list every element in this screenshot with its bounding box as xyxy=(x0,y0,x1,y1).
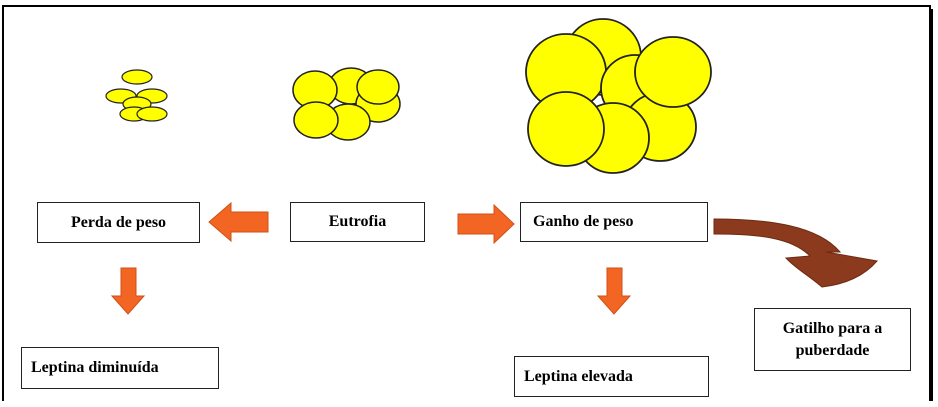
arrow-to-weight-loss xyxy=(208,201,269,243)
weight-gain-label: Ganho de peso xyxy=(533,213,634,230)
puberty-label-line1: Gatilho para a xyxy=(782,319,883,337)
leptin-high-box: Leptina elevada xyxy=(514,356,709,397)
normal-adipocyte-cluster-icon xyxy=(292,67,401,141)
arrow-down-leptin-high xyxy=(596,267,632,315)
large-adipocyte-cluster-icon xyxy=(525,18,712,174)
leptin-high-label: Leptina elevada xyxy=(524,367,633,385)
weight-loss-label: Perda de peso xyxy=(70,213,167,231)
arrow-down-leptin-low xyxy=(110,267,146,315)
weight-loss-box: Perda de peso xyxy=(37,202,200,243)
weight-gain-box: Ganho de peso xyxy=(520,202,708,242)
puberty-trigger-box: Gatilho para a puberdade xyxy=(754,308,911,371)
small-adipocyte-cluster-icon xyxy=(105,69,168,122)
eutrophy-label: Eutrofia xyxy=(328,213,387,230)
arrow-to-weight-gain xyxy=(457,203,515,245)
curved-arrow-to-puberty xyxy=(713,218,878,288)
frame-shadow xyxy=(929,9,933,401)
leptin-low-box: Leptina diminuída xyxy=(21,347,219,389)
puberty-label-line2: puberdade xyxy=(795,341,870,359)
leptin-low-label: Leptina diminuída xyxy=(31,359,159,376)
eutrophy-box: Eutrofia xyxy=(290,202,425,242)
